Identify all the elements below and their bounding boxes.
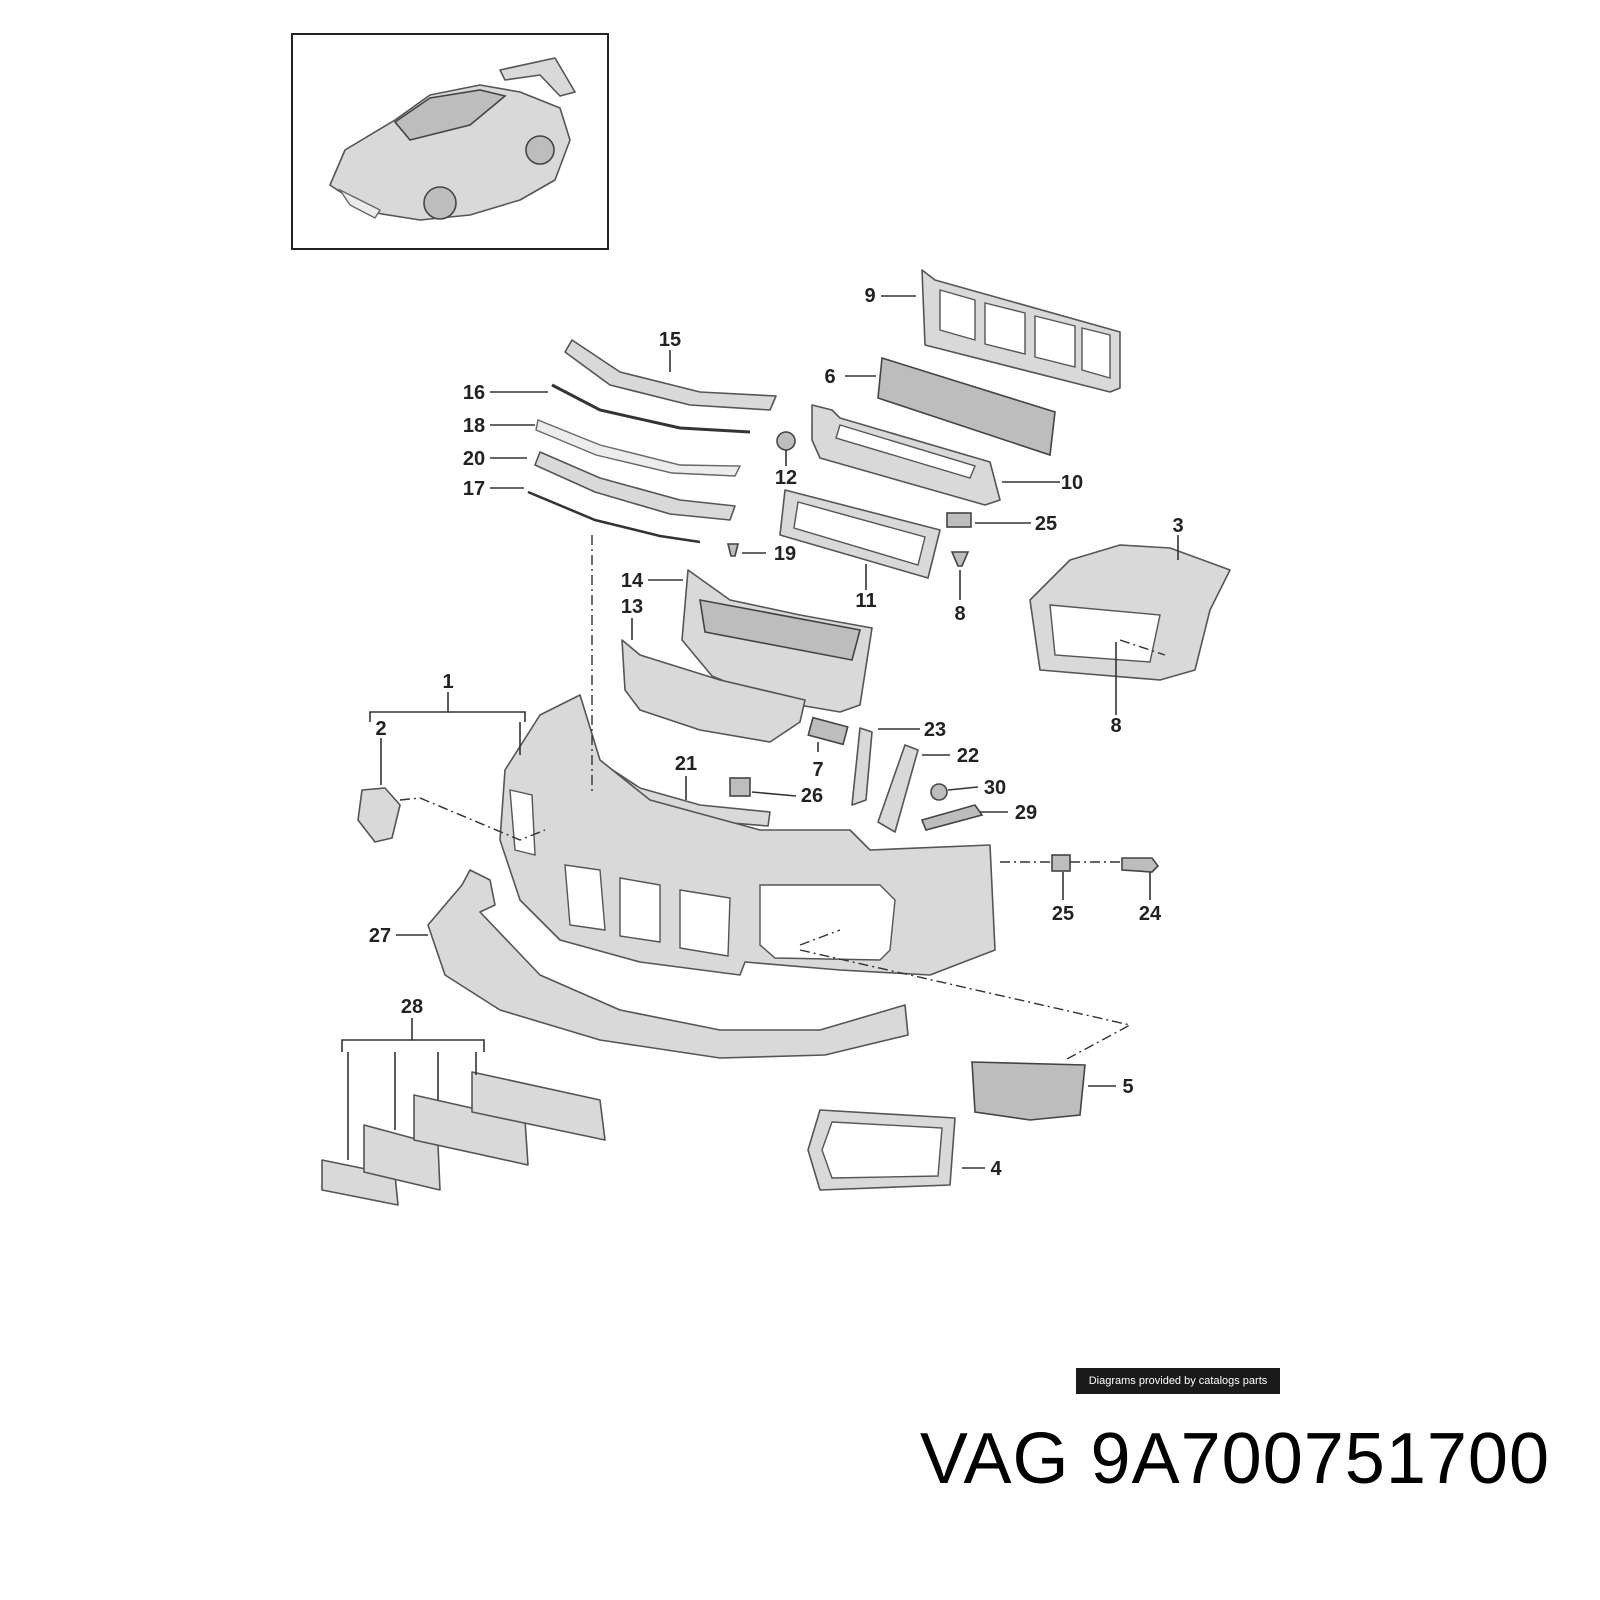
callout-11: 11 <box>855 590 876 612</box>
part-7-emblem <box>807 716 849 746</box>
callout-3: 3 <box>1172 515 1183 537</box>
callout-20: 20 <box>463 448 485 470</box>
leader-lines <box>341 295 1179 1169</box>
callout-13: 13 <box>621 596 643 618</box>
callout-19: 19 <box>774 543 796 565</box>
part-10-air-guide <box>811 404 1001 506</box>
part-24-screw <box>1121 857 1160 873</box>
part-29-bracket <box>920 804 984 831</box>
callout-25a: 25 <box>1035 513 1057 535</box>
callout-29: 29 <box>1015 802 1037 824</box>
callout-24: 24 <box>1139 903 1162 925</box>
part-30-screw <box>930 783 948 801</box>
callout-8b: 8 <box>1110 715 1121 737</box>
part-22-trim <box>877 744 919 833</box>
callout-23: 23 <box>924 719 946 741</box>
callout-30: 30 <box>984 777 1006 799</box>
part-number-value: 9A700751700 <box>1090 1419 1550 1499</box>
callout-5: 5 <box>1122 1076 1133 1098</box>
callout-21: 21 <box>675 753 697 775</box>
part-9-frame <box>921 269 1121 393</box>
callout-14: 14 <box>621 570 644 592</box>
part-2-tow-cap <box>357 787 401 843</box>
vehicle-thumbnail <box>291 33 609 250</box>
callout-18: 18 <box>463 415 485 437</box>
part-4-bezel <box>807 1109 956 1191</box>
part-5-grille-insert <box>971 1061 1086 1121</box>
part-19-screw <box>726 543 740 557</box>
callout-9: 9 <box>864 285 875 307</box>
part-number-heading: VAG 9A700751700 <box>920 1418 1550 1500</box>
part-14-duct <box>681 569 873 713</box>
watermark-banner: Diagrams provided by catalogs parts <box>1076 1368 1280 1394</box>
assembly-lines <box>399 535 1166 1061</box>
part-25-bracket-right <box>1051 854 1071 872</box>
part-28-plates <box>321 1071 606 1206</box>
part-1-bumper-cover <box>499 694 996 976</box>
callout-25b: 25 <box>1052 903 1074 925</box>
part-13-duct <box>621 639 806 743</box>
part-3-headlight-bracket <box>1029 544 1231 681</box>
grille-strips <box>527 339 777 544</box>
brand-label: VAG <box>919 1419 1070 1499</box>
part-6-mesh <box>877 356 1056 457</box>
callout-27: 27 <box>369 925 391 947</box>
part-8-clip-top <box>950 551 970 567</box>
callout-12: 12 <box>775 467 797 489</box>
callout-10: 10 <box>1061 472 1083 494</box>
callout-28: 28 <box>401 996 423 1018</box>
callout-16: 16 <box>463 382 485 404</box>
part-27-front-lip <box>427 869 909 1059</box>
part-23-strip <box>851 727 873 806</box>
callout-22: 22 <box>957 745 979 767</box>
part-12-clip <box>776 431 796 451</box>
callout-17: 17 <box>463 478 485 500</box>
part-11-frame <box>779 489 941 579</box>
part-25-bracket-top <box>946 512 972 528</box>
callout-7: 7 <box>812 759 823 781</box>
callout-15: 15 <box>659 329 681 351</box>
callout-2: 2 <box>375 718 386 740</box>
callout-4: 4 <box>990 1158 1002 1180</box>
callout-1: 1 <box>442 671 453 693</box>
part-26-clip <box>729 777 751 797</box>
callout-labels: 1 2 3 4 5 6 7 8 8 9 10 11 12 13 14 15 16… <box>369 285 1184 1180</box>
callout-26: 26 <box>801 785 823 807</box>
callout-6: 6 <box>824 366 835 388</box>
callout-8a: 8 <box>954 603 965 625</box>
